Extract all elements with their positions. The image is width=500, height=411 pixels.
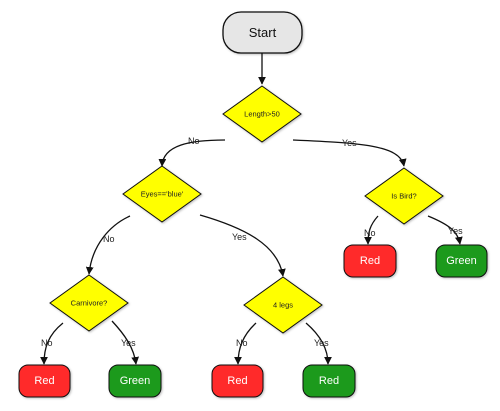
- edge-fourlegs-g2: [305, 322, 332, 365]
- leaf-red-fourlegs-no: Red: [211, 364, 264, 398]
- leaf-green-carnivore-yes: Green: [108, 364, 162, 398]
- leaf-red-carnivore-no-label: Red: [34, 375, 54, 387]
- edge-isbird-g3: [427, 215, 463, 245]
- edge-label-eyes-no: No: [103, 234, 115, 244]
- leaf-green-fourlegs-yes-shape: [302, 364, 356, 398]
- edge-length-eyes: [158, 139, 226, 167]
- decision-fourlegs-label: 4 legs: [273, 301, 293, 310]
- edge-label-fourlegs-no: No: [236, 338, 248, 348]
- decision-length-label: Length>50: [244, 110, 280, 119]
- edge-label-carnivore-yes: Yes: [121, 338, 136, 348]
- edge-label-carnivore-no: No: [41, 338, 53, 348]
- leaf-red-isbird-no-label: Red: [360, 255, 380, 267]
- leaf-green-isbird-yes-shape: [435, 244, 488, 278]
- decision-carnivore-shape: [49, 274, 129, 332]
- leaf-red-fourlegs-no-shape: [211, 364, 264, 398]
- leaf-red-isbird-no-shape: [343, 244, 397, 278]
- decision-isbird-shape: [364, 167, 444, 225]
- start-node-label: Start: [249, 25, 277, 40]
- leaf-green-isbird-yes: Green: [435, 244, 488, 278]
- edge-label-isbird-no: No: [364, 228, 376, 238]
- leaf-green-carnivore-yes-label: Green: [120, 375, 151, 387]
- leaf-red-isbird-no: Red: [343, 244, 397, 278]
- edge-carnivore-r1: [40, 322, 64, 365]
- edge-label-fourlegs-yes: Yes: [314, 338, 329, 348]
- start-node-shape: [222, 11, 303, 54]
- decision-length: Length>50: [222, 85, 302, 143]
- edge-labels: No Yes No Yes No Yes No Yes No Yes: [41, 136, 463, 348]
- decision-carnivore: Carnivore?: [49, 274, 129, 332]
- decision-eyes: Eyes=='blue': [122, 165, 202, 223]
- edge-label-length-no: No: [188, 136, 200, 146]
- edge-eyes-fourlegs: [199, 214, 286, 277]
- decision-isbird: Is Bird?: [364, 167, 444, 225]
- decision-isbird-label: Is Bird?: [391, 192, 416, 201]
- start-node: Start: [222, 11, 303, 54]
- edge-label-isbird-yes: Yes: [448, 226, 463, 236]
- edge-eyes-carnivore: [85, 215, 131, 275]
- edge-carnivore-g1: [111, 320, 139, 365]
- leaf-red-carnivore-no-shape: [18, 364, 71, 398]
- leaf-green-fourlegs-yes: Red: [302, 364, 356, 398]
- leaf-green-carnivore-yes-shape: [108, 364, 162, 398]
- decision-fourlegs: 4 legs: [243, 276, 323, 334]
- decision-eyes-shape: [122, 165, 202, 223]
- decision-length-shape: [222, 85, 302, 143]
- leaf-red-carnivore-no: Red: [18, 364, 71, 398]
- edges: [40, 53, 463, 365]
- edge-label-length-yes: Yes: [342, 138, 357, 148]
- edge-label-eyes-yes: Yes: [232, 232, 247, 242]
- decision-fourlegs-shape: [243, 276, 323, 334]
- edge-fourlegs-r2: [234, 322, 257, 365]
- decision-eyes-label: Eyes=='blue': [141, 190, 184, 199]
- leaf-red-fourlegs-no-label: Red: [227, 375, 247, 387]
- edge-isbird-r3: [364, 215, 379, 245]
- edge-length-isbird: [292, 139, 407, 167]
- decision-carnivore-label: Carnivore?: [71, 299, 108, 308]
- leaf-green-fourlegs-yes-label: Red: [319, 375, 339, 387]
- leaf-green-isbird-yes-label: Green: [446, 255, 477, 267]
